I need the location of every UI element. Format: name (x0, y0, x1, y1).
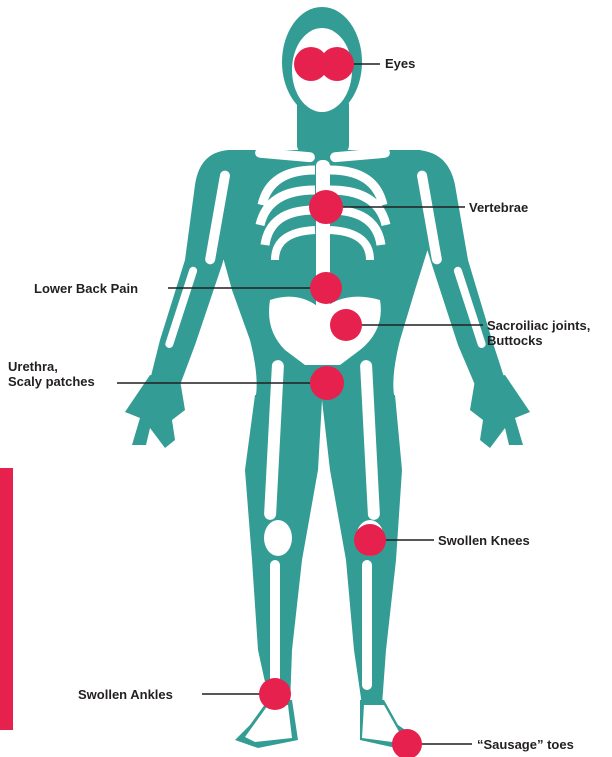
left-kneecap (264, 520, 292, 556)
label-sausage-toes: “Sausage” toes (477, 737, 574, 752)
label-eyes: Eyes (385, 56, 415, 71)
left-tibia (270, 560, 280, 690)
left-hand (125, 375, 185, 448)
label-vertebrae: Vertebrae (469, 200, 528, 215)
label-urethra: Urethra, Scaly patches (8, 359, 95, 389)
label-lower-back-pain: Lower Back Pain (34, 281, 138, 296)
marker-lower-back (310, 272, 342, 304)
label-sacroiliac: Sacroiliac joints, Buttocks (487, 318, 590, 348)
marker-urethra (310, 366, 344, 400)
right-tibia (362, 560, 372, 690)
marker-eye-right (320, 47, 354, 81)
marker-ankle (259, 678, 291, 710)
marker-sacroiliac (330, 309, 362, 341)
marker-vertebrae (309, 190, 343, 224)
label-swollen-ankles: Swollen Ankles (78, 687, 173, 702)
marker-knee (354, 524, 386, 556)
label-swollen-knees: Swollen Knees (438, 533, 530, 548)
right-hand (470, 375, 530, 448)
